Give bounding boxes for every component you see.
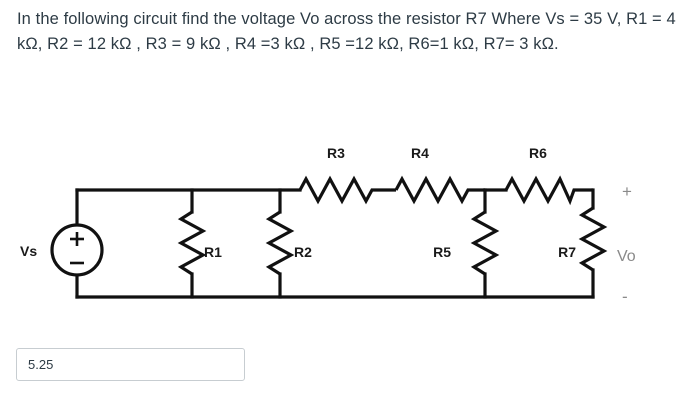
label-R4: R4 [411, 145, 429, 161]
label-R7: R7 [558, 244, 576, 260]
resistor-R7-symbol [578, 206, 608, 272]
circuit-diagram: Vs R1 R2 R3 R4 R5 R6 R7 + Vo - [0, 130, 691, 320]
label-R1: R1 [204, 244, 222, 260]
resistor-R2-symbol [265, 210, 295, 276]
output-minus-terminal-label: - [622, 287, 628, 306]
answer-input[interactable] [16, 348, 245, 381]
output-plus-terminal-label: + [622, 182, 632, 201]
resistor-R6-symbol [504, 175, 593, 206]
question-text: In the following circuit find the voltag… [17, 10, 676, 53]
label-R2: R2 [294, 244, 312, 260]
label-Vo: Vo [617, 248, 636, 265]
label-Vs: Vs [20, 243, 37, 259]
resistor-R1-symbol [177, 210, 207, 276]
label-R3: R3 [327, 145, 345, 161]
resistor-R5-symbol [470, 210, 500, 276]
label-R6: R6 [529, 145, 547, 161]
label-R5: R5 [433, 244, 451, 260]
resistor-R4-symbol [394, 175, 485, 205]
resistor-R3-symbol [298, 175, 396, 205]
circuit-svg: Vs R1 R2 R3 R4 R5 R6 R7 + Vo - [20, 145, 636, 306]
voltage-source-symbol [50, 223, 104, 277]
